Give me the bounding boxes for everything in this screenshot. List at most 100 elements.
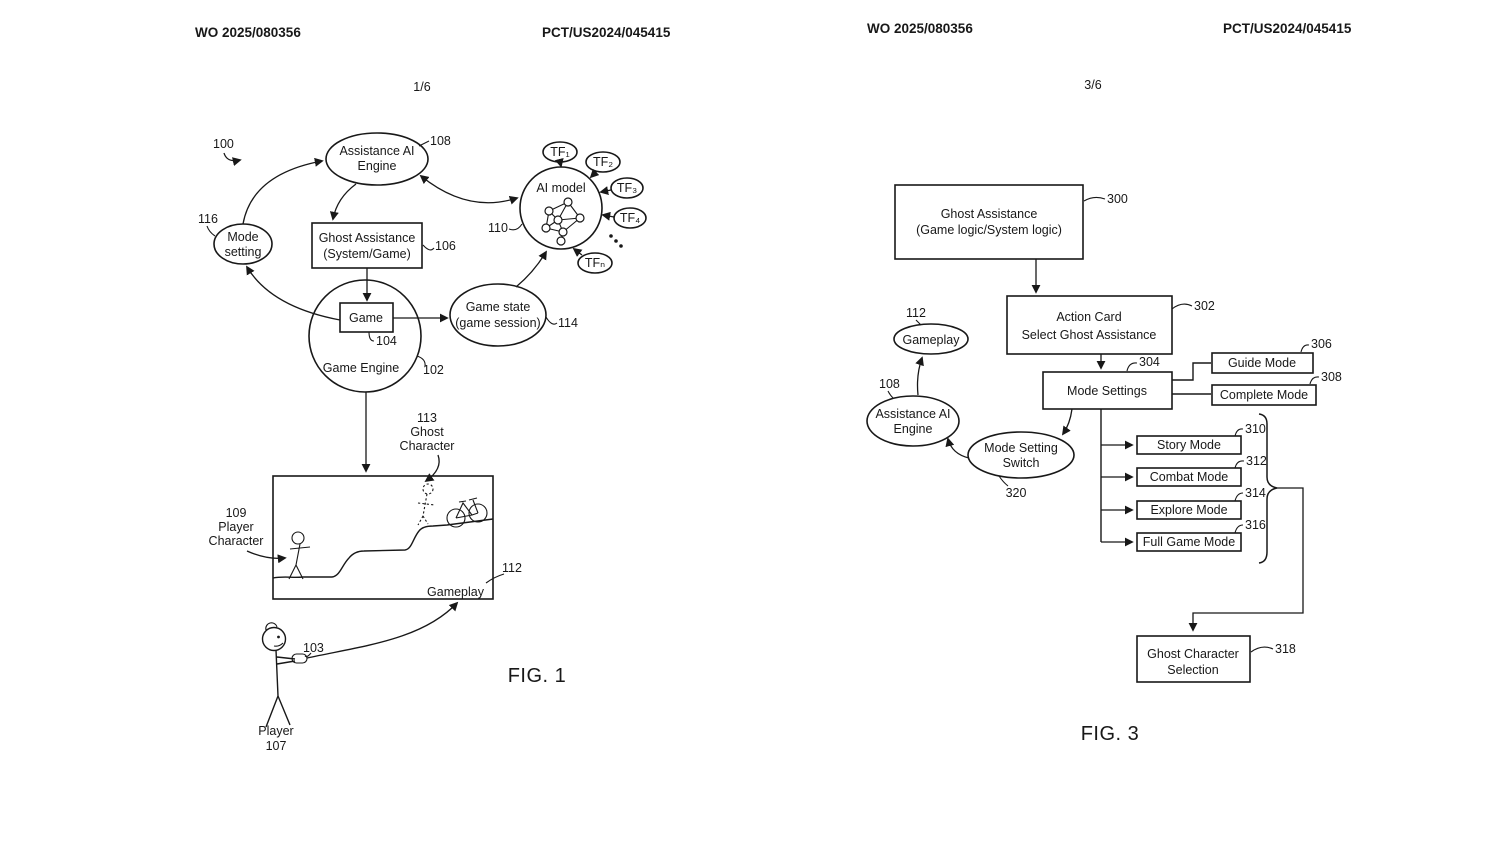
fig3-page-number: 3/6: [1084, 78, 1101, 92]
ghost-character-callout-arrow: [424, 454, 440, 483]
ghost-assistance-logic-box: [894, 184, 1084, 260]
tf2-ellipse: [585, 151, 621, 173]
fig3-caption: FIG. 3: [1081, 723, 1140, 745]
ghost-character-icon: [417, 483, 436, 526]
explore-mode-box: [1136, 500, 1242, 520]
ref-110-leader: [508, 223, 523, 231]
action-card-box: [1006, 295, 1173, 355]
ghost-assistance-label-1: Ghost Assistance: [319, 231, 416, 245]
ref-103: 103: [303, 641, 324, 655]
combat-mode-box: [1136, 467, 1242, 487]
full-game-mode-box: [1136, 532, 1242, 552]
ref-108-fig3-leader: [887, 390, 894, 399]
ref-306: 306: [1311, 337, 1332, 351]
arrow-engine-to-gameplay-fig3: [915, 356, 924, 396]
ref-300-leader: [1083, 196, 1106, 202]
tf1-arrow: [554, 157, 564, 168]
network-nodes: [541, 197, 585, 246]
ref-113: 113: [417, 411, 437, 425]
action-card-label-1: Action Card: [1056, 310, 1121, 324]
game-state-label-2: (game session): [455, 316, 540, 330]
node-full-game-mode: Full Game Mode 316: [1136, 518, 1266, 552]
ref-116-leader: [206, 225, 216, 237]
assistance-ai-engine-label-2: Engine: [358, 159, 397, 173]
ref-108: 108: [430, 134, 451, 148]
terrain-line: [272, 518, 494, 579]
ghost-character-label-2: Character: [400, 439, 455, 453]
ref-320: 320: [1006, 486, 1027, 500]
ref-312-leader: [1234, 460, 1245, 469]
tfn-label: TFₙ: [585, 256, 605, 270]
ref-110: 110: [488, 221, 508, 235]
complete-mode-label: Complete Mode: [1220, 388, 1308, 402]
arrow-engine-ai-model-bidirectional: [419, 174, 519, 205]
neural-network-icon: [541, 197, 585, 246]
node-mode-settings: Mode Settings 304: [1042, 355, 1173, 410]
ref-318: 318: [1275, 642, 1296, 656]
tf3-ellipse: [610, 177, 644, 199]
assistance-ai-engine-ellipse: [325, 132, 429, 186]
tf2-label: TF₂: [593, 155, 613, 169]
node-ai-model: AI model 110: [488, 166, 603, 250]
tf3-arrow: [599, 186, 612, 196]
ref-102: 102: [423, 363, 444, 377]
gameplay-label: Gameplay: [903, 333, 961, 347]
ghost-assistance-label-2: (System/Game): [323, 247, 411, 261]
action-card-label-2: Select Ghost Assistance: [1022, 328, 1157, 342]
tf-nodes: TF₁ TF₂ TF₃ TF₄ TFₙ: [542, 141, 647, 274]
ref-304-leader: [1126, 362, 1138, 372]
node-game-state: Game state (game session) 114: [449, 283, 578, 347]
ref-112-fig1-leader: [485, 573, 505, 584]
ghost-character-label-1: Ghost: [410, 425, 444, 439]
sheet-fig3: WO 2025/080356 PCT/US2024/045415 3/6 Gho…: [866, 21, 1352, 745]
ghost-character-selection-label-1: Ghost Character: [1147, 647, 1239, 661]
assistance-ai-engine-fig3-label-1: Assistance AI: [875, 407, 950, 421]
complete-mode-box: [1211, 384, 1317, 406]
ref-308-leader: [1309, 376, 1320, 385]
game-engine-circle: [308, 279, 422, 393]
player-body: [265, 649, 296, 728]
tf1-label: TF₁: [550, 145, 570, 159]
node-complete-mode: Complete Mode 308: [1211, 370, 1342, 406]
fig3-application-number: PCT/US2024/045415: [1223, 21, 1352, 36]
ref-300: 300: [1107, 192, 1128, 206]
sheet-fig1: WO 2025/080356 PCT/US2024/045415 1/6 100…: [195, 25, 671, 753]
network-edges: [545, 201, 581, 242]
node-ghost-assistance: Ghost Assistance (System/Game) 106: [311, 222, 456, 269]
node-guide-mode: Guide Mode 306: [1211, 337, 1332, 374]
game-box: [339, 302, 394, 333]
game-engine-label: Game Engine: [323, 361, 399, 375]
gameplay-screen: Gameplay: [272, 475, 494, 600]
node-assistance-ai-engine-fig3: Assistance AI Engine 108: [866, 377, 960, 447]
gameplay-screen-label: Gameplay: [427, 585, 485, 599]
mode-setting-switch-label-1: Mode Setting: [984, 441, 1058, 455]
node-ghost-character-selection: Ghost Character Selection 318: [1136, 635, 1296, 683]
arrow-game-state-to-ai-model: [515, 250, 547, 288]
player-hair-curl: [265, 622, 278, 631]
ref-108-leader: [418, 140, 430, 147]
arrow-mode-settings-to-switch: [1061, 408, 1073, 436]
ref-103-leader: [304, 652, 312, 658]
ellipsis-dots: [609, 234, 623, 248]
ref-116: 116: [198, 212, 218, 226]
game-state-label-1: Game state: [466, 300, 531, 314]
game-state-ellipse: [449, 283, 547, 347]
tf3-label: TF₃: [617, 181, 637, 195]
ref-100-arrow: [223, 152, 242, 167]
node-mode-setting-switch: Mode Setting Switch 320: [967, 431, 1075, 500]
gameplay-screen-frame: [272, 475, 494, 600]
mode-setting-label-2: setting: [225, 245, 262, 259]
arrow-controller-to-gameplay: [306, 601, 459, 659]
player-character-label-2: Character: [209, 534, 264, 548]
tfn-arrow: [572, 247, 583, 257]
ghost-character-selection-label-2: Selection: [1167, 663, 1218, 677]
ref-302-leader: [1171, 303, 1193, 310]
ref-320-leader: [998, 475, 1009, 487]
combat-mode-label: Combat Mode: [1150, 470, 1229, 484]
arrow-modes-to-ghost-character-selection: [1188, 487, 1304, 632]
ref-304: 304: [1139, 355, 1160, 369]
story-mode-label: Story Mode: [1157, 438, 1221, 452]
ref-108-fig3: 108: [879, 377, 900, 391]
arrow-mode-setting-to-engine: [242, 157, 324, 225]
